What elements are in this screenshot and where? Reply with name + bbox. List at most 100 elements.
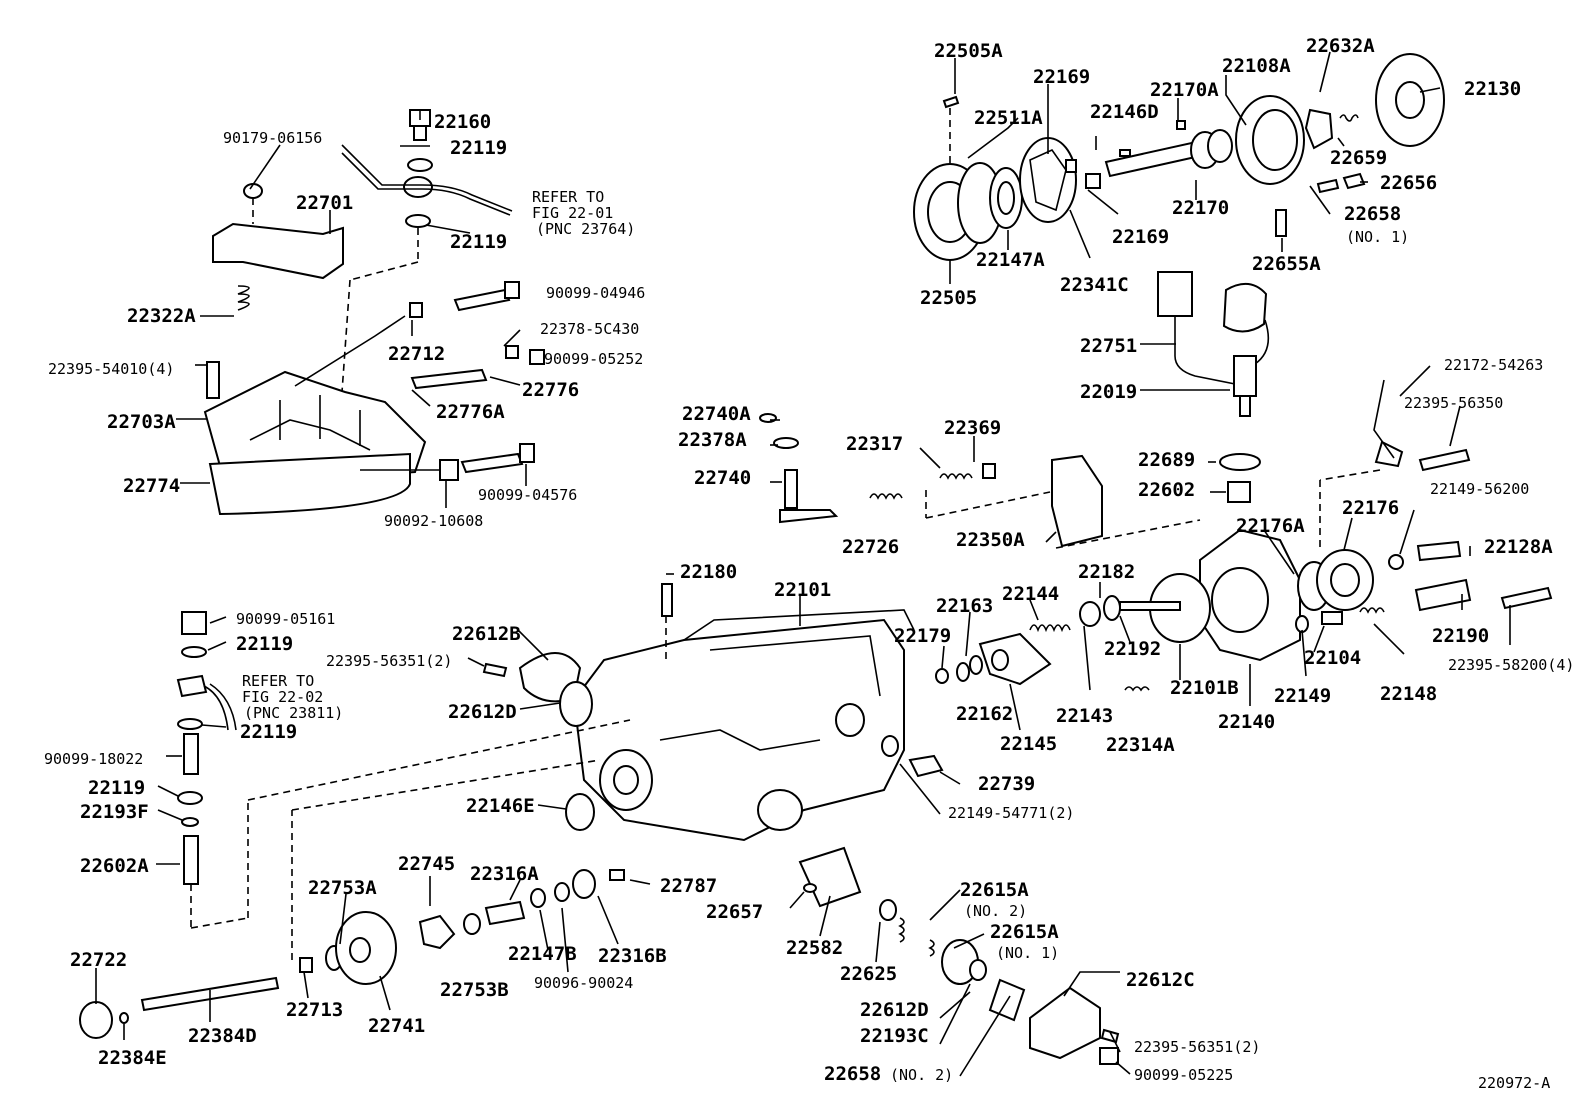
- washer-22753B: [463, 913, 481, 935]
- drive-shaft-22170: [1104, 140, 1202, 178]
- bolt-22395-56350: [1418, 448, 1471, 472]
- callout-22176: 22176: [1342, 497, 1399, 519]
- bolt-22128A: [1416, 540, 1462, 562]
- callout-22511A: 22511A: [974, 107, 1043, 129]
- inlet-fitting-group: [176, 611, 631, 929]
- callout-22019: 22019: [1080, 381, 1137, 403]
- callout-22322A: 22322A: [127, 305, 196, 327]
- callout-22146D: 22146D: [1090, 101, 1159, 123]
- spring-22659: [1339, 114, 1359, 122]
- callout-22602: 22602: [1138, 479, 1195, 501]
- callout-22612D-b: 22612D: [860, 999, 929, 1021]
- refer-fig-22-01-line3: (PNC 23764): [536, 220, 635, 238]
- gasket-22774: [208, 452, 411, 516]
- callout-22170A: 22170A: [1150, 79, 1219, 101]
- cap-90099-05161: [181, 611, 207, 635]
- bracket-22172-54263: [1374, 440, 1404, 468]
- valve-22602A: [183, 835, 199, 885]
- callout-22170: 22170: [1172, 197, 1229, 219]
- callout-90099-04946: 90099-04946: [546, 284, 645, 302]
- nut-90099-05252: [529, 349, 545, 365]
- callout-22149-54771: 22149-54771(2): [948, 804, 1074, 822]
- piston-22104: [1321, 611, 1343, 625]
- nut-90099-05225: [1099, 1047, 1119, 1065]
- callout-22378-5C430: 22378-5C430: [540, 320, 639, 338]
- washer-22119-c: [181, 646, 207, 658]
- callout-22104: 22104: [1304, 647, 1361, 669]
- spring-22615A-no1: [928, 939, 935, 957]
- fuel-pipe: [341, 144, 513, 212]
- callout-22505A: 22505A: [934, 40, 1003, 62]
- gasket-22612D-a: [559, 681, 593, 727]
- refer-fig-22-01-line1: REFER TO: [532, 188, 604, 206]
- washer-22163: [956, 662, 970, 682]
- callout-22656: 22656: [1380, 172, 1437, 194]
- callout-22193F: 22193F: [80, 801, 149, 823]
- washer-22378-5C430: [505, 345, 519, 359]
- callout-22751: 22751: [1080, 335, 1137, 357]
- plunger-22192: [1119, 601, 1181, 611]
- seal-22149: [1295, 615, 1309, 633]
- callout-22658-no2-sub: (NO. 2): [890, 1066, 953, 1084]
- callout-22776: 22776: [522, 379, 579, 401]
- callout-22341C: 22341C: [1060, 274, 1129, 296]
- callout-22119-d: 22119: [240, 721, 297, 743]
- callout-22146E: 22146E: [466, 795, 535, 817]
- callout-22657: 22657: [706, 901, 763, 923]
- fitting-22190: [1414, 578, 1472, 612]
- callout-22745: 22745: [398, 853, 455, 875]
- cover-22612C: [1029, 986, 1101, 1060]
- pin-22316A: [484, 900, 526, 926]
- callout-22147B: 22147B: [508, 943, 577, 965]
- callout-22632A: 22632A: [1306, 35, 1375, 57]
- callout-22176A: 22176A: [1236, 515, 1305, 537]
- callout-22395-58200: 22395-58200(4): [1448, 656, 1574, 674]
- spring-22726: [869, 493, 903, 500]
- callout-22726: 22726: [842, 536, 899, 558]
- leader-lines: [95, 51, 1511, 1077]
- washer-22119-a: [407, 158, 433, 172]
- bolt-22505A: [942, 95, 960, 109]
- callout-22689: 22689: [1138, 449, 1195, 471]
- ring-22378A: [773, 437, 799, 449]
- callout-22190: 22190: [1432, 625, 1489, 647]
- callout-22162: 22162: [956, 703, 1013, 725]
- bolt-22395-58200: [1500, 586, 1553, 610]
- bolt-22395-54010: [206, 361, 220, 399]
- callout-22108A: 22108A: [1222, 55, 1291, 77]
- callout-90099-05225: 90099-05225: [1134, 1066, 1233, 1084]
- washer-22119-e: [177, 791, 203, 805]
- bush-22316B: [572, 869, 596, 899]
- callout-22101: 22101: [774, 579, 831, 601]
- valve-22602: [1227, 481, 1251, 503]
- spring-22144: [1029, 624, 1071, 633]
- callout-22316A: 22316A: [470, 863, 539, 885]
- callout-22615A-no1-sub: (NO. 1): [996, 944, 1059, 962]
- callout-22378A: 22378A: [678, 429, 747, 451]
- ring-22193F: [181, 817, 199, 827]
- feed-pump-group: [79, 759, 625, 1039]
- washer-22119-d: [177, 718, 203, 730]
- key-22146D: [1119, 149, 1131, 157]
- screw-90099-04946: [453, 288, 511, 312]
- lower-right-parts: [565, 735, 1120, 1065]
- callout-22625: 22625: [840, 963, 897, 985]
- callout-22143: 22143: [1056, 705, 1113, 727]
- pin-22655A: [1275, 209, 1287, 237]
- sensor-22180: [661, 583, 673, 617]
- banjo-fitting: [176, 674, 208, 698]
- screw-22776: [410, 368, 488, 390]
- governor-cover-assembly: [203, 109, 545, 516]
- callout-22612C: 22612C: [1126, 969, 1195, 991]
- key-22384E: [119, 1012, 129, 1024]
- callout-22395-56350: 22395-56350: [1404, 394, 1503, 412]
- washer-90096-90024: [554, 882, 570, 902]
- callout-22753A: 22753A: [308, 877, 377, 899]
- part-22632A: [1304, 108, 1334, 150]
- callout-22602A: 22602A: [80, 855, 149, 877]
- ring-22143: [1079, 601, 1101, 627]
- lever-spring-group: [759, 413, 1201, 549]
- callout-22182: 22182: [1078, 561, 1135, 583]
- lever-assy-22350A: [1051, 454, 1103, 548]
- callout-22369: 22369: [944, 417, 1001, 439]
